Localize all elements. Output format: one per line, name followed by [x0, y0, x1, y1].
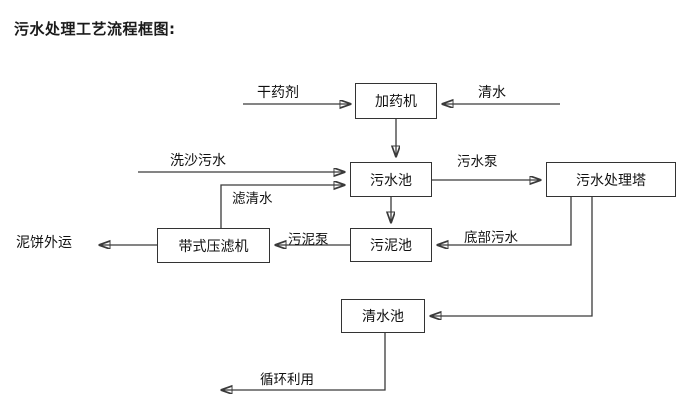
node-sludge-pool[interactable]: 污泥池 [350, 228, 432, 262]
node-label-clean-water-pool: 清水池 [362, 309, 404, 325]
node-treatment-tower[interactable]: 污水处理塔 [546, 162, 676, 197]
edge-clean-water-pool-recycling [222, 333, 386, 390]
node-label-wastewater-pool: 污水池 [370, 172, 412, 189]
terminal-mud-cake-transport: 泥饼外运 [16, 235, 72, 251]
terminal-sand-washing-wastewater: 洗沙污水 [170, 153, 226, 169]
node-wastewater-pool[interactable]: 污水池 [350, 162, 432, 197]
node-label-belt-filter-press: 带式压滤机 [178, 238, 249, 255]
edge-label-sludge-pump: 污泥泵 [288, 232, 329, 248]
page-title: 污水处理工艺流程框图: [14, 20, 176, 38]
node-label-treatment-tower: 污水处理塔 [576, 172, 646, 189]
node-dosing-machine[interactable]: 加药机 [355, 83, 437, 119]
terminal-clean-water-input: 清水 [478, 85, 506, 101]
edge-filtered-water-to-wastewater-pool [220, 185, 344, 228]
node-label-dosing-machine: 加药机 [375, 94, 417, 110]
edge-label-recycling-reuse: 循环利用 [260, 372, 314, 388]
node-clean-water-pool[interactable]: 清水池 [341, 299, 425, 333]
node-label-sludge-pool: 污泥池 [370, 238, 412, 254]
edge-label-wastewater-pump: 污水泵 [457, 154, 498, 170]
edge-treatment-tower-to-clean-water-pool [431, 197, 593, 316]
edge-label-bottom-wastewater: 底部污水 [464, 230, 518, 246]
node-belt-filter-press[interactable]: 带式压滤机 [157, 228, 270, 263]
edge-label-filtered-clear-water: 滤清水 [232, 191, 273, 207]
terminal-dry-chemical: 干药剂 [257, 85, 299, 101]
edge-treatment-tower-bottom-wastewater-to-sludge-pool [438, 197, 572, 245]
